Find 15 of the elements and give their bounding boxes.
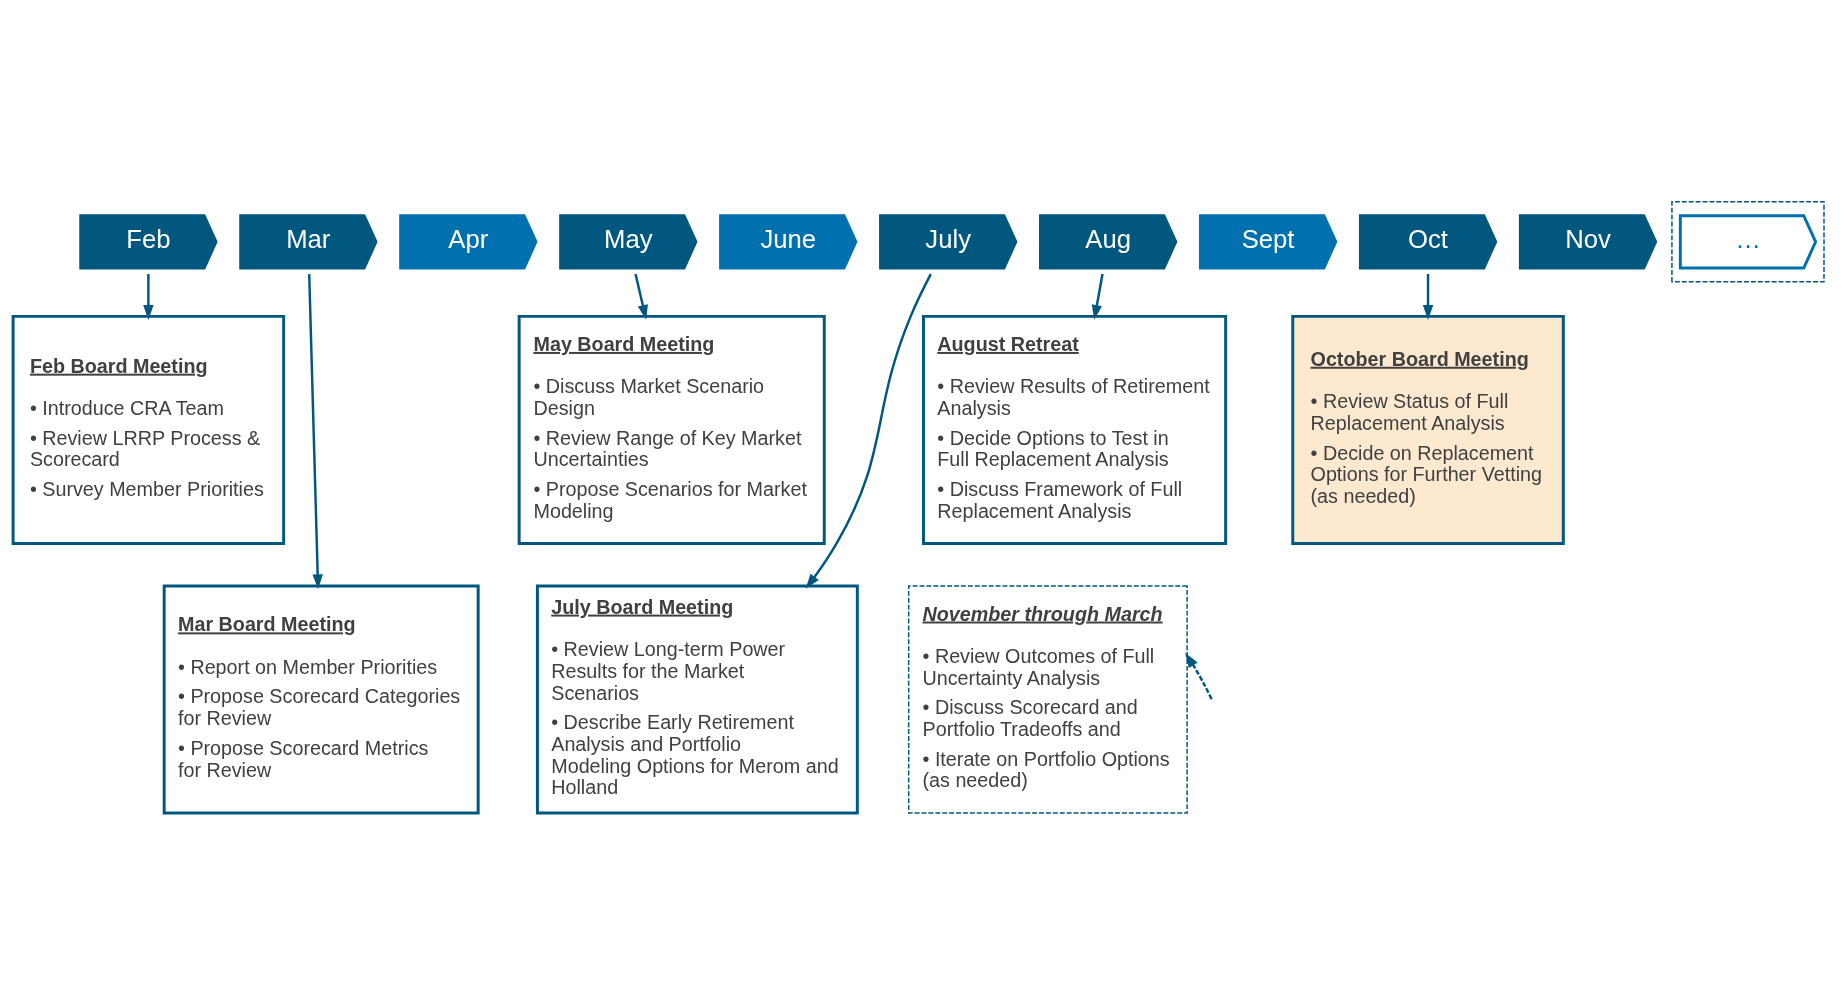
node-box: Mar Board Meeting • Report on Member Priorities • Propose Scorecard Categories for Review • Propose Scorecard Metrics for Review <box>162 584 480 815</box>
arrow <box>308 274 323 590</box>
arrow <box>1185 652 1213 700</box>
arrow <box>805 273 932 589</box>
node-box: October Board Meeting • Review Status of Full Replacement Analysis • Decide on Replacement Options for Further Vetting (as needed) <box>1291 314 1565 545</box>
node-box: November through March • Review Outcomes of Full Uncertainty Analysis • Discuss Scorecard and Portfolio Tradeoffs and • Iterate on Portfolio Options (as needed) <box>907 585 1188 814</box>
node-box: August Retreat • Review Results of Retirement Analysis • Decide Options to Test in Full Replacement Analysis • Discuss Framework of Full Replacement Analysis <box>922 314 1228 545</box>
node-box: July Board Meeting • Review Long-term Power Results for the Market Scenarios • Describe Early Retirement Analysis and Portfolio Modeling Options for Merom and Holland <box>535 584 859 815</box>
node-box: Feb Board Meeting • Introduce CRA Team • Review LRRP Process & Scorecard • Survey Member Priorities <box>11 314 286 545</box>
cluster <box>1671 201 1825 283</box>
arrow <box>1091 273 1104 320</box>
node-box: May Board Meeting • Discuss Market Scenario Design • Review Range of Key Market Uncertainties • Propose Scenarios for Market Modeling <box>517 314 826 545</box>
arrow <box>634 273 648 320</box>
arrow <box>1422 274 1434 320</box>
arrow <box>143 274 154 320</box>
